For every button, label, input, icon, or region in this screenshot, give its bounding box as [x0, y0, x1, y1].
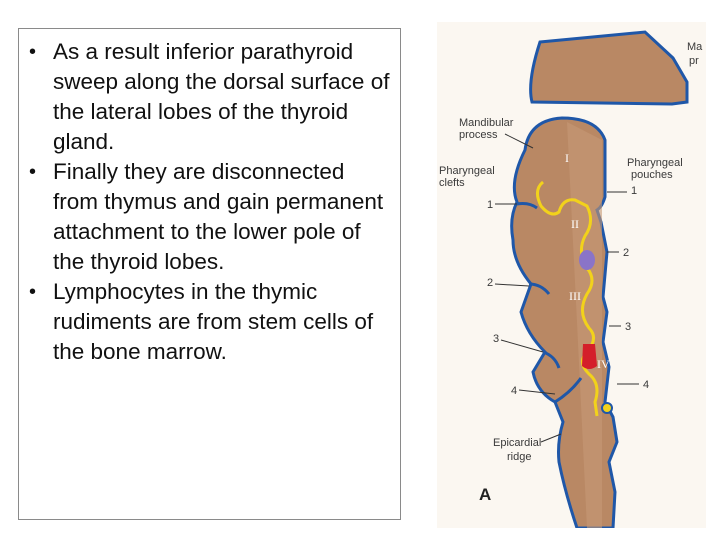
bullet-text: As a result inferior parathyroid sweep a…: [53, 39, 390, 154]
red-structure: [582, 344, 597, 369]
pouch-number-3: 3: [625, 321, 631, 333]
cleft-line-3: [542, 350, 561, 369]
pouches-label-line2: pouches: [631, 169, 673, 181]
pouch-number-2: 2: [623, 247, 629, 259]
epicardial-label-line2: ridge: [507, 451, 531, 463]
purple-structure: [579, 250, 595, 270]
cleft-number-2: 2: [487, 277, 493, 289]
bullet-item: • Lymphocytes in the thymic rudiments ar…: [19, 277, 400, 367]
pharyngeal-arches-figure: I II III IV Ma pr Mandibular process Pha…: [437, 22, 706, 528]
mandibular-label-line1: Mandibular: [459, 117, 514, 129]
maxillary-label-a: Ma: [687, 41, 703, 53]
cleft-line-4: [554, 377, 583, 404]
cleft-pointer-3: [500, 339, 544, 353]
clefts-label-line2: clefts: [439, 177, 465, 189]
bullet-text: Finally they are disconnected from thymu…: [53, 159, 384, 274]
cleft-pointer-2: [494, 283, 530, 287]
bullet-symbol: •: [29, 41, 37, 63]
arch-label-ii: II: [571, 217, 579, 231]
pouch-number-1: 1: [631, 185, 637, 197]
mandibular-label-line2: process: [459, 129, 498, 141]
cleft-number-1: 1: [487, 199, 493, 211]
arch-shading: [567, 122, 602, 528]
pouch-number-4: 4: [643, 379, 649, 391]
bullet-item: • As a result inferior parathyroid sweep…: [19, 37, 400, 157]
epicardial-label-line1: Epicardial: [493, 437, 541, 449]
arch-label-i: I: [565, 151, 569, 165]
panel-label: A: [479, 485, 491, 504]
cleft-line-2: [528, 282, 551, 295]
bullet-text: Lymphocytes in the thymic rudiments are …: [53, 279, 374, 364]
mandibular-pointer: [504, 133, 534, 149]
bullet-list: • As a result inferior parathyroid sweep…: [19, 29, 400, 367]
cleft-number-4: 4: [511, 385, 517, 397]
arch-label-iv: IV: [597, 357, 610, 371]
cleft-number-3: 3: [493, 333, 499, 345]
arch-label-iii: III: [569, 289, 581, 303]
pharyngeal-arches-illustration: I II III IV Ma pr Mandibular process Pha…: [439, 30, 703, 528]
bullet-item: • Finally they are disconnected from thy…: [19, 157, 400, 277]
epicardial-pointer: [540, 433, 562, 443]
cleft-line-1: [516, 202, 538, 210]
pouches-label-line1: Pharyngeal: [627, 157, 683, 169]
bullet-symbol: •: [29, 161, 37, 183]
pouch-4-dot: [601, 402, 613, 414]
cleft-pointer-4: [518, 389, 556, 395]
clefts-label-line1: Pharyngeal: [439, 165, 495, 177]
text-box: • As a result inferior parathyroid sweep…: [18, 28, 401, 520]
bullet-symbol: •: [29, 281, 37, 303]
maxillary-process: [529, 30, 689, 106]
maxillary-label-b: pr: [689, 55, 699, 67]
